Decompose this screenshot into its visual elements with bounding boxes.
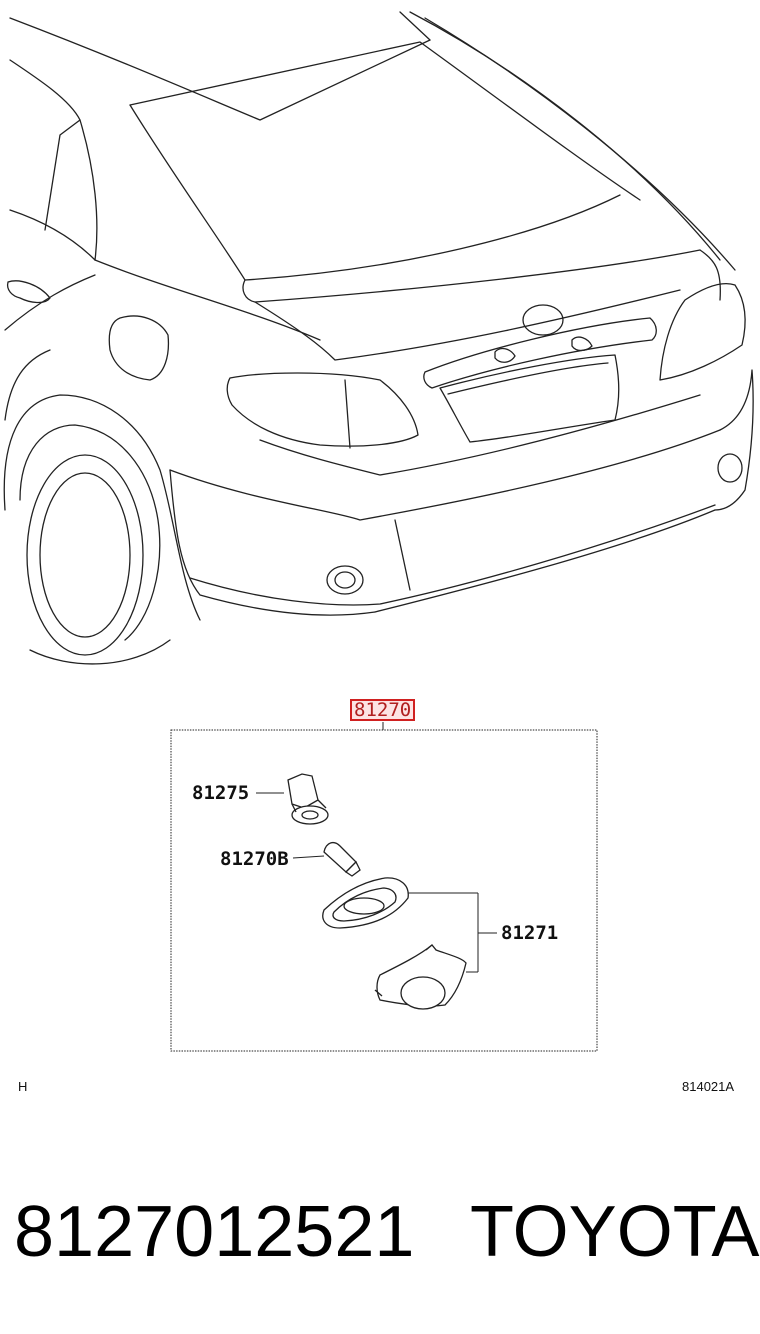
lens-housing-part [374,944,467,1010]
leader-line-81270b [292,855,325,859]
car-rear-illustration [3,11,754,665]
gasket-part [322,877,409,929]
callout-81271: 81271 [501,922,559,944]
callout-81275: 81275 [192,782,250,804]
leader-bracket-81271 [408,892,497,973]
callout-81270b: 81270B [220,848,289,870]
brand-name: TOYOTA [470,1192,760,1272]
socket-part [287,773,329,825]
callout-81270: 81270 [350,699,416,721]
figure-code: 814021A [682,1079,735,1094]
bulb-part [323,841,361,877]
corner-marker: H [18,1079,28,1094]
parts-box [170,722,598,1052]
part-number: 8127012521 [14,1192,415,1272]
